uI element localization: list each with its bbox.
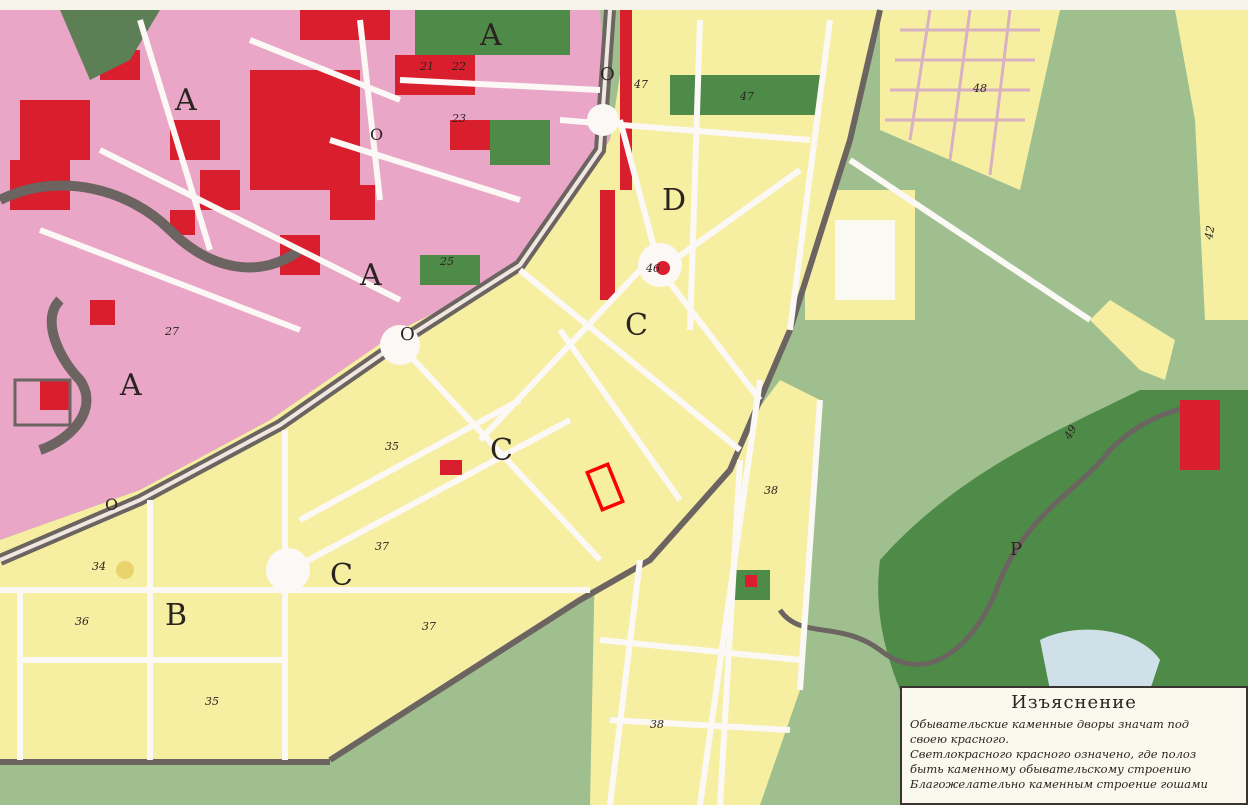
- highlight-box[interactable]: [585, 462, 625, 512]
- church-46: [656, 261, 670, 275]
- plaza-north: [587, 104, 619, 136]
- block-number: 34: [92, 560, 106, 573]
- block-number: 25: [439, 255, 454, 268]
- outer-boundary: [328, 9, 883, 763]
- district-letter: D: [662, 183, 686, 218]
- green-block-25: [420, 255, 480, 285]
- block-number: 47: [739, 90, 754, 103]
- block-number: 35: [205, 695, 219, 708]
- yellow-district-south: [590, 380, 820, 805]
- green-patch: [490, 120, 550, 165]
- district-letter: O: [400, 324, 415, 345]
- block-number: 35: [385, 440, 399, 453]
- legend-box: Изъяснение Обывательские каменные дворы …: [900, 686, 1248, 805]
- block-number: 21: [419, 60, 434, 73]
- district-letter: A: [359, 258, 382, 293]
- inner-wall: [0, 180, 303, 273]
- square-interior: [835, 220, 895, 300]
- church-marker: [116, 561, 134, 579]
- district-letter: O: [105, 495, 118, 514]
- bastion-east: [1090, 300, 1175, 380]
- district-letter: P: [1010, 539, 1022, 560]
- legend-line: Благожелательно каменным строение гошами: [910, 777, 1208, 791]
- district-letter: O: [600, 64, 615, 85]
- district-letter: O: [370, 125, 383, 144]
- monastery-west: [13, 378, 72, 427]
- plaza-center: [380, 325, 420, 365]
- legend-line: своею красного.: [910, 732, 1010, 746]
- block-number: 38: [764, 484, 778, 497]
- block-number: 48: [972, 82, 987, 95]
- legend-line: быть каменному обывательскому строению: [910, 762, 1191, 776]
- block-number: 47: [633, 78, 648, 91]
- citadel: [60, 10, 160, 80]
- block-48: [880, 10, 1060, 190]
- district-letters: A A A A B C C C D O O O O P: [105, 18, 1022, 633]
- block-number: 23: [451, 112, 466, 125]
- block-number: 37: [422, 620, 436, 633]
- legend-line: Светлокрасного красного означено, где по…: [910, 747, 1197, 761]
- district-letter: C: [490, 433, 513, 468]
- plaza-south: [266, 548, 310, 592]
- top-margin: [0, 0, 1248, 10]
- district-letter: C: [625, 308, 648, 343]
- block-number: 49: [1061, 423, 1080, 442]
- block-number: 42: [1202, 224, 1217, 241]
- fortress-east: [1175, 10, 1248, 320]
- block-48-grid: [885, 9, 1040, 176]
- red-buildings: [10, 10, 1220, 587]
- district-letter: B: [165, 598, 187, 633]
- legend-line: Обывательские каменные дворы значат под: [910, 717, 1190, 731]
- block-number: 27: [164, 325, 179, 338]
- block-number: 36: [75, 615, 89, 628]
- river: [777, 402, 1201, 667]
- legend-title: Изъяснение: [1011, 692, 1137, 713]
- pond: [1040, 629, 1160, 690]
- district-letter: C: [330, 558, 353, 593]
- dark-green-forest: [878, 390, 1248, 690]
- district-letter: A: [174, 83, 197, 118]
- block-number: 22: [451, 60, 466, 73]
- block-numbers: 21 22 23 25 27 34 35 35 36 37 37 38 38 4…: [75, 60, 1217, 731]
- inner-wall-west: [38, 296, 92, 455]
- block-number: 37: [375, 540, 389, 553]
- block-number: 46: [645, 262, 660, 275]
- green-square-north: [415, 10, 570, 55]
- district-letter: A: [119, 368, 142, 403]
- block-number: 38: [650, 718, 664, 731]
- district-letter: A: [479, 18, 502, 53]
